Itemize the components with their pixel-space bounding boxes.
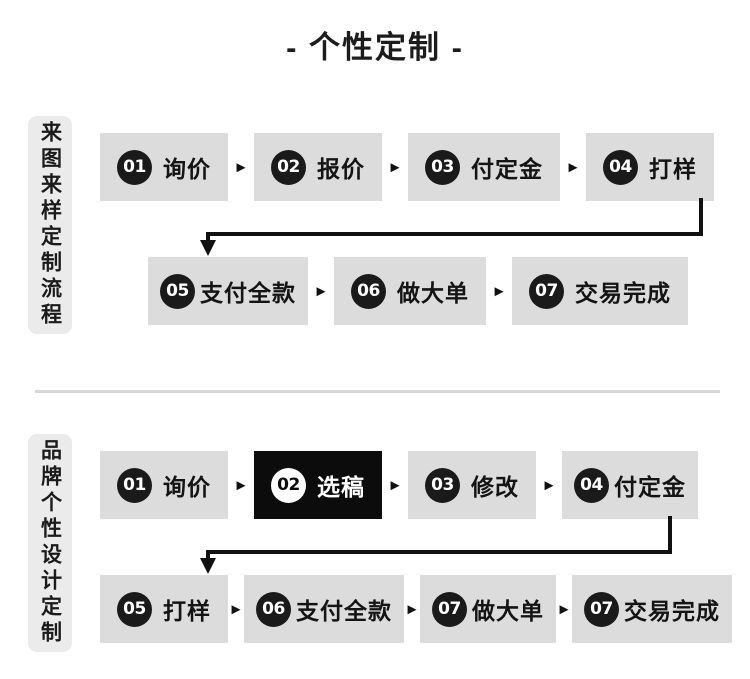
- step-item[interactable]: 04 打样: [586, 133, 714, 201]
- section-label-text: 来图来样定制流程: [38, 121, 62, 329]
- arrow-right-icon: ►: [491, 282, 507, 300]
- step-item[interactable]: 01 询价: [100, 133, 228, 201]
- step-label: 交易完成: [575, 280, 671, 306]
- step-label: 做大单: [472, 598, 544, 624]
- step-label: 支付全款: [200, 280, 296, 306]
- step-item[interactable]: 02 报价: [254, 133, 382, 201]
- step-item[interactable]: 01 询价: [100, 451, 228, 519]
- step-label: 付定金: [614, 474, 686, 500]
- arrow-right-icon: ►: [404, 600, 420, 618]
- flow-section-brand-design: 品牌个性设计定制 01 询价 ► 02 选稿 ► 03 修改 ► 04 付定金 …: [0, 428, 750, 668]
- step-label: 做大单: [397, 280, 469, 306]
- step-number-badge: 01: [117, 467, 152, 503]
- arrow-right-icon: ►: [387, 158, 403, 176]
- step-label: 打样: [649, 156, 697, 182]
- step-item-active[interactable]: 02 选稿: [254, 451, 382, 519]
- step-label: 询价: [163, 474, 211, 500]
- flow-elbow-connector: [200, 198, 703, 256]
- step-number-badge: 02: [271, 467, 306, 503]
- step-row-bottom: 05 支付全款 ► 06 做大单 ► 07 交易完成: [148, 257, 688, 325]
- step-item[interactable]: 04 付定金: [562, 451, 698, 519]
- step-item[interactable]: 07 交易完成: [572, 575, 732, 643]
- step-number-badge: 04: [574, 467, 609, 503]
- arrow-right-icon: ►: [228, 600, 244, 618]
- step-number-badge: 04: [603, 149, 638, 185]
- step-number-badge: 03: [425, 149, 460, 185]
- step-label: 报价: [317, 156, 365, 182]
- arrow-right-icon: ►: [313, 282, 329, 300]
- section-label-text: 品牌个性设计定制: [38, 439, 62, 647]
- step-label: 选稿: [317, 474, 365, 500]
- step-item[interactable]: 03 付定金: [408, 133, 560, 201]
- section-label-box: 品牌个性设计定制: [28, 434, 72, 652]
- section-label-box: 来图来样定制流程: [28, 116, 72, 334]
- step-number-badge: 07: [584, 591, 619, 627]
- arrow-right-icon: ►: [233, 158, 249, 176]
- step-number-badge: 06: [256, 591, 291, 627]
- arrow-right-icon: ►: [556, 600, 572, 618]
- step-row-top: 01 询价 ► 02 报价 ► 03 付定金 ► 04 打样: [100, 133, 714, 201]
- step-label: 打样: [163, 598, 211, 624]
- step-row-bottom: 05 打样 ► 06 支付全款 ► 07 做大单 ► 07 交易完成: [100, 575, 732, 643]
- step-number-badge: 06: [351, 273, 386, 309]
- arrow-right-icon: ►: [541, 476, 557, 494]
- step-label: 询价: [163, 156, 211, 182]
- step-label: 交易完成: [624, 598, 720, 624]
- step-number-badge: 07: [529, 273, 564, 309]
- step-label: 支付全款: [296, 598, 392, 624]
- step-item[interactable]: 06 做大单: [334, 257, 486, 325]
- arrow-right-icon: ►: [565, 158, 581, 176]
- step-number-badge: 03: [425, 467, 460, 503]
- step-item[interactable]: 06 支付全款: [244, 575, 404, 643]
- flow-elbow-connector: [200, 516, 672, 574]
- step-number-badge: 05: [160, 273, 195, 309]
- step-label: 修改: [471, 474, 519, 500]
- step-number-badge: 05: [117, 591, 152, 627]
- section-divider: [35, 390, 720, 393]
- step-number-badge: 07: [432, 591, 467, 627]
- step-item[interactable]: 03 修改: [408, 451, 536, 519]
- step-label: 付定金: [471, 156, 543, 182]
- arrow-right-icon: ►: [387, 476, 403, 494]
- step-item[interactable]: 05 支付全款: [148, 257, 308, 325]
- step-number-badge: 01: [117, 149, 152, 185]
- arrow-right-icon: ►: [233, 476, 249, 494]
- flow-section-custom-sample: 来图来样定制流程 01 询价 ► 02 报价 ► 03 付定金 ► 04 打样 …: [0, 110, 750, 350]
- step-row-top: 01 询价 ► 02 选稿 ► 03 修改 ► 04 付定金: [100, 451, 698, 519]
- step-item[interactable]: 07 做大单: [420, 575, 556, 643]
- step-item[interactable]: 07 交易完成: [512, 257, 688, 325]
- step-item[interactable]: 05 打样: [100, 575, 228, 643]
- page-title: - 个性定制 -: [286, 30, 464, 65]
- step-number-badge: 02: [271, 149, 306, 185]
